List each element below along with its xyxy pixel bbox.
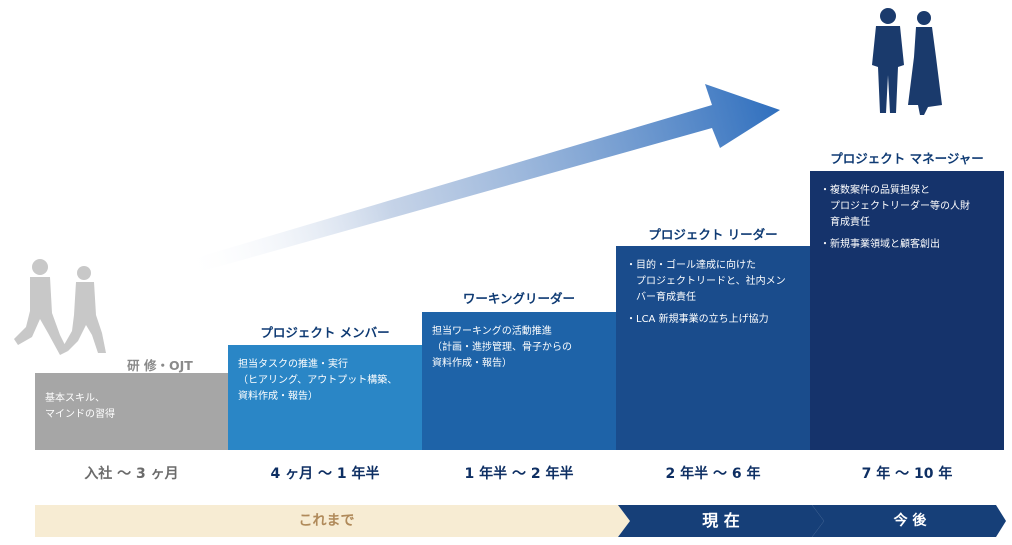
stage-line: ・新規事業領域と顧客創出 bbox=[820, 239, 940, 250]
timeline-past-label: これまで bbox=[298, 513, 355, 529]
timeline-present-label: 現 在 bbox=[702, 511, 740, 530]
stage-block-project-member: 担当タスクの推進・実行 （ヒアリング、アウトプット構築、 資料作成・報告） bbox=[228, 345, 422, 450]
period-project-manager: 7 年 ～ 10 年 bbox=[861, 466, 953, 482]
stage-block-training: 基本スキル、 マインドの習得 bbox=[35, 373, 228, 450]
stage-line: ・複数案件の品質担保と bbox=[820, 185, 930, 196]
stage-title-project-member: プロジェクト メンバー bbox=[260, 325, 390, 340]
stage-line: 資料作成・報告） bbox=[238, 391, 318, 402]
stage-line: 基本スキル、 bbox=[45, 393, 105, 404]
stage-title-working-leader: ワーキングリーダー bbox=[462, 291, 576, 306]
stage-line: バー育成責任 bbox=[626, 292, 696, 303]
stage-line: 担当ワーキングの活動推進 bbox=[432, 326, 552, 337]
timeline-future-label: 今 後 bbox=[893, 513, 927, 529]
stage-title-project-leader: プロジェクト リーダー bbox=[648, 227, 778, 242]
period-working-leader: 1 年半 ～ 2 年半 bbox=[464, 466, 574, 482]
timeline-present-segment bbox=[618, 505, 824, 537]
stage-line: （ヒアリング、アウトプット構築、 bbox=[238, 375, 398, 386]
stage-line: 資料作成・報告） bbox=[432, 358, 512, 369]
stage-line: ・目的・ゴール達成に向けた bbox=[626, 260, 756, 271]
stage-line: 育成責任 bbox=[820, 217, 870, 228]
arrow-shape bbox=[182, 84, 780, 276]
period-project-member: 4 ヶ月 ～ 1 年半 bbox=[270, 466, 380, 482]
stage-line: 担当タスクの推進・実行 bbox=[238, 359, 348, 370]
period-training: 入社 ～ 3 ヶ月 bbox=[84, 466, 179, 482]
stage-title-training: 研 修・OJT bbox=[127, 358, 193, 373]
timeline-past-segment bbox=[35, 505, 630, 537]
stage-line: プロジェクトリードと、社内メン bbox=[626, 276, 786, 287]
walking-people-icon bbox=[14, 259, 106, 355]
stage-block-project-manager: ・複数案件の品質担保と プロジェクトリーダー等の人財 育成責任 ・新規事業領域と… bbox=[810, 171, 1004, 450]
stage-line: ・LCA 新規事業の立ち上げ協力 bbox=[626, 314, 769, 325]
period-project-leader: 2 年半 ～ 6 年 bbox=[665, 466, 761, 482]
stage-line: プロジェクトリーダー等の人財 bbox=[820, 201, 970, 212]
stage-title-project-manager: プロジェクト マネージャー bbox=[830, 151, 984, 166]
stage-line: マインドの習得 bbox=[45, 409, 115, 420]
stage-block-working-leader: 担当ワーキングの活動推進 （計画・進捗管理、骨子からの 資料作成・報告） bbox=[422, 312, 616, 450]
stage-block-project-leader: ・目的・ゴール達成に向けた プロジェクトリードと、社内メン バー育成責任 ・LC… bbox=[616, 246, 810, 450]
timeline-future-segment bbox=[812, 505, 1006, 537]
business-people-icon bbox=[872, 8, 942, 115]
stage-line: （計画・進捗管理、骨子からの bbox=[432, 342, 572, 353]
